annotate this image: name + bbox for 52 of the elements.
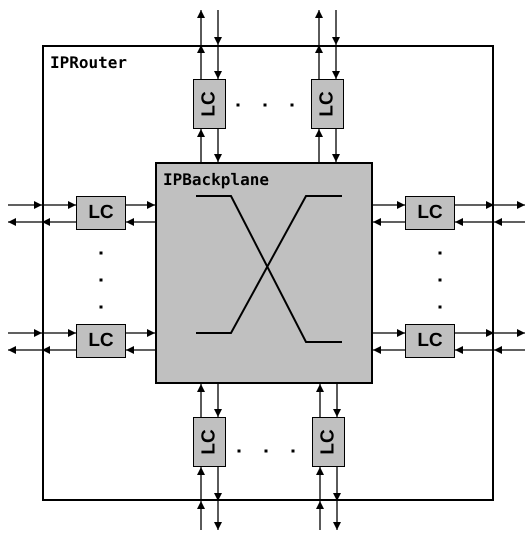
arrow — [373, 329, 405, 337]
arrow — [455, 218, 525, 226]
card-label: LC — [417, 202, 443, 224]
card-label: LC — [318, 429, 340, 455]
arrow — [315, 10, 323, 79]
arrow — [315, 129, 323, 162]
arrow — [197, 467, 205, 530]
card-label: LC — [417, 330, 443, 352]
arrow — [8, 346, 76, 354]
line-card-box — [76, 324, 126, 358]
backplane-box — [155, 162, 373, 384]
arrow — [455, 201, 525, 209]
arrow — [8, 329, 76, 337]
arrow — [214, 467, 222, 530]
arrow — [197, 384, 205, 417]
router-frame — [42, 45, 494, 501]
line-card-box — [312, 417, 345, 467]
arrow — [333, 384, 341, 417]
card-label: LC — [198, 429, 220, 455]
arrow — [126, 346, 155, 354]
arrow — [214, 10, 222, 79]
arrow — [8, 218, 76, 226]
line-card-box — [405, 196, 455, 230]
box-title: IPBackplane — [163, 170, 269, 189]
box-title: IPRouter — [50, 53, 128, 72]
arrow — [333, 467, 341, 530]
arrow — [373, 346, 405, 354]
arrow — [197, 129, 205, 162]
line-card-box — [405, 324, 455, 358]
card-label: LC — [88, 202, 114, 224]
arrow — [214, 384, 222, 417]
arrow — [455, 329, 525, 337]
arrow — [316, 467, 324, 530]
arrow — [332, 129, 340, 162]
line-card-box — [76, 196, 126, 230]
arrow — [126, 201, 155, 209]
line-card-box — [311, 79, 344, 129]
arrow — [126, 329, 155, 337]
card-label: LC — [316, 91, 338, 117]
card-label: LC — [88, 330, 114, 352]
line-card-box — [193, 79, 226, 129]
arrow — [455, 346, 525, 354]
line-card-box — [193, 417, 226, 467]
arrow — [373, 218, 405, 226]
arrow — [332, 10, 340, 79]
arrow — [8, 201, 76, 209]
arrow — [214, 129, 222, 162]
arrow — [316, 384, 324, 417]
card-label: LC — [198, 91, 220, 117]
arrow — [126, 218, 155, 226]
arrow — [197, 10, 205, 79]
arrow — [373, 201, 405, 209]
